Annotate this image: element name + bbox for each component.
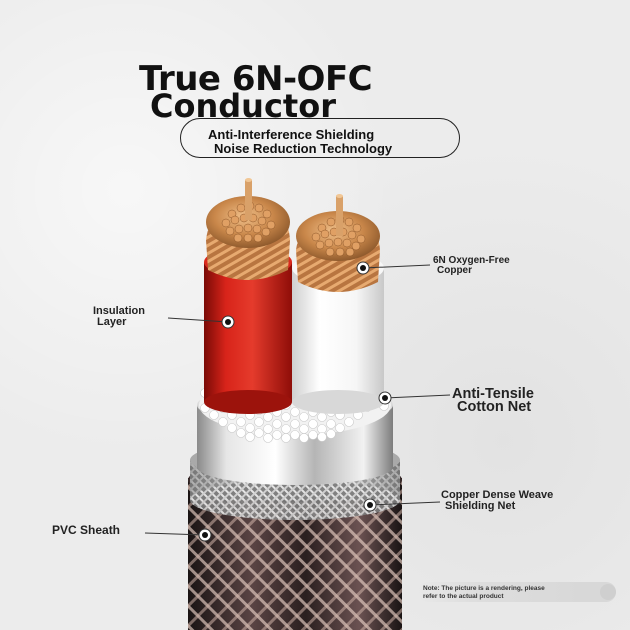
- insulation-label-line-1: Insulation: [93, 305, 145, 317]
- callouts: [144, 264, 451, 536]
- technology-badge: [180, 118, 460, 158]
- title-line-1: True 6N-OFC: [139, 59, 373, 99]
- title-line-2: Conductor: [150, 87, 336, 125]
- disclaimer-text: Note: The picture is a rendering, please…: [423, 585, 545, 601]
- pvc-label: PVC Sheath: [52, 523, 121, 537]
- copper-label-line-2: Copper: [437, 265, 472, 276]
- shield-label-line-1: Copper Dense Weave: [441, 489, 554, 501]
- badge-line-1: Anti-Interference Shielding: [208, 127, 375, 142]
- callout-markers: [198, 261, 392, 542]
- badge-line-2: Noise Reduction Technology: [214, 141, 393, 156]
- red-conductor: [204, 178, 292, 414]
- cotton-label-line-2: Cotton Net: [457, 399, 532, 415]
- disclaimer-line-2: refer to the actual product: [423, 593, 504, 600]
- disclaimer-box: [418, 582, 616, 602]
- shield-label-line-2: Shielding Net: [445, 500, 516, 512]
- disclaimer-dot: [600, 584, 616, 600]
- disclaimer-line-1: Note: The picture is a rendering, please: [423, 585, 545, 592]
- insulation-label-line-2: Layer: [97, 316, 127, 328]
- copper-label-line-1: 6N Oxygen-Free: [433, 255, 510, 266]
- white-conductor: [292, 194, 384, 414]
- cotton-label-line-1: Anti-Tensile: [452, 386, 534, 402]
